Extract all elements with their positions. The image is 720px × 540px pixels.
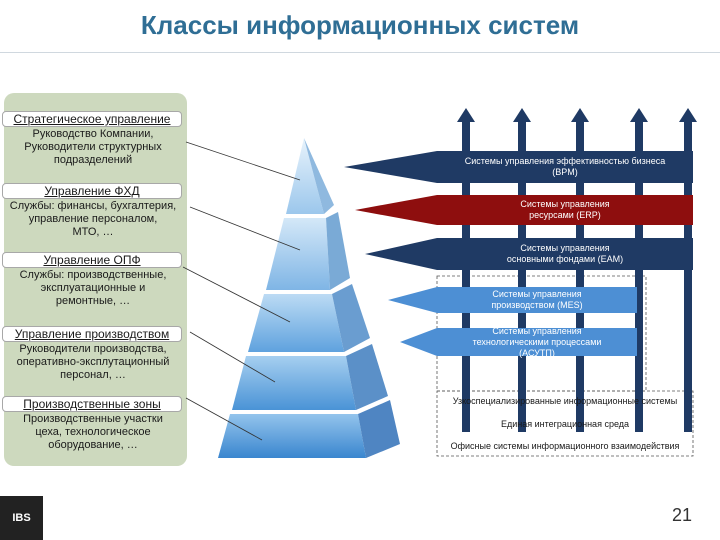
bpm-box: Системы управления эффективностью бизнес…	[437, 151, 693, 183]
level-fhd-desc: Службы: финансы, бухгалтерия, управление…	[9, 200, 177, 238]
level-opf: Управление ОПФ Службы: производственные,…	[0, 252, 190, 308]
eam-box: Системы управления основными фондами (EA…	[437, 238, 693, 270]
eam-arrow-head	[365, 238, 437, 270]
level-fhd-title: Управление ФХД	[2, 183, 182, 199]
integration-environment-label: Единая интеграционная среда	[500, 419, 630, 429]
level-strategic-desc: Руководство Компании, Руководители струк…	[24, 128, 162, 166]
level-production-management: Управление производством Руководители пр…	[0, 326, 190, 382]
level-production-management-desc: Руководители производства, оперативно-эк…	[16, 343, 170, 381]
level-fhd: Управление ФХД Службы: финансы, бухгалте…	[0, 183, 190, 239]
mes-arrow-head	[388, 287, 437, 313]
pyramid-tier-4	[232, 344, 388, 410]
level-production-zones-desc: Производственные участки цеха, технологи…	[23, 413, 163, 451]
dashed-frame-common	[436, 390, 694, 457]
pyramid-tier-2	[266, 212, 350, 290]
level-strategic: Стратегическое управление Руководство Ко…	[0, 111, 190, 167]
asutp-arrow-head	[400, 328, 437, 356]
pyramid-tier-5	[218, 400, 400, 458]
erp-arrow-head	[355, 195, 437, 225]
erp-box: Системы управления ресурсами (ERP)	[437, 195, 693, 225]
mes-box: Системы управления производством (MES)	[437, 287, 637, 313]
page-title: Классы информационных систем	[140, 10, 580, 40]
page-number: 21	[672, 505, 693, 525]
vertical-arrows	[457, 108, 697, 432]
level-opf-desc: Службы: производственные, эксплуатационн…	[19, 269, 167, 307]
title-divider	[0, 52, 720, 53]
level-opf-title: Управление ОПФ	[2, 252, 182, 268]
leader-lines	[182, 141, 301, 441]
level-production-zones: Производственные зоны Производственные у…	[0, 396, 190, 452]
office-systems-label: Офисные системы информационного взаимоде…	[450, 441, 680, 451]
asutp-box: Системы управления технологическими проц…	[437, 326, 637, 358]
specialized-systems-label: Узкоспециализированные информационные си…	[452, 396, 678, 406]
pyramid-tier-1	[286, 138, 334, 214]
level-production-management-title: Управление производством	[2, 326, 182, 342]
level-strategic-title: Стратегическое управление	[2, 111, 182, 127]
ibs-logo: IBS	[0, 496, 43, 540]
bpm-arrow-head	[344, 151, 437, 183]
pyramid-tier-3	[248, 284, 370, 352]
level-production-zones-title: Производственные зоны	[2, 396, 182, 412]
